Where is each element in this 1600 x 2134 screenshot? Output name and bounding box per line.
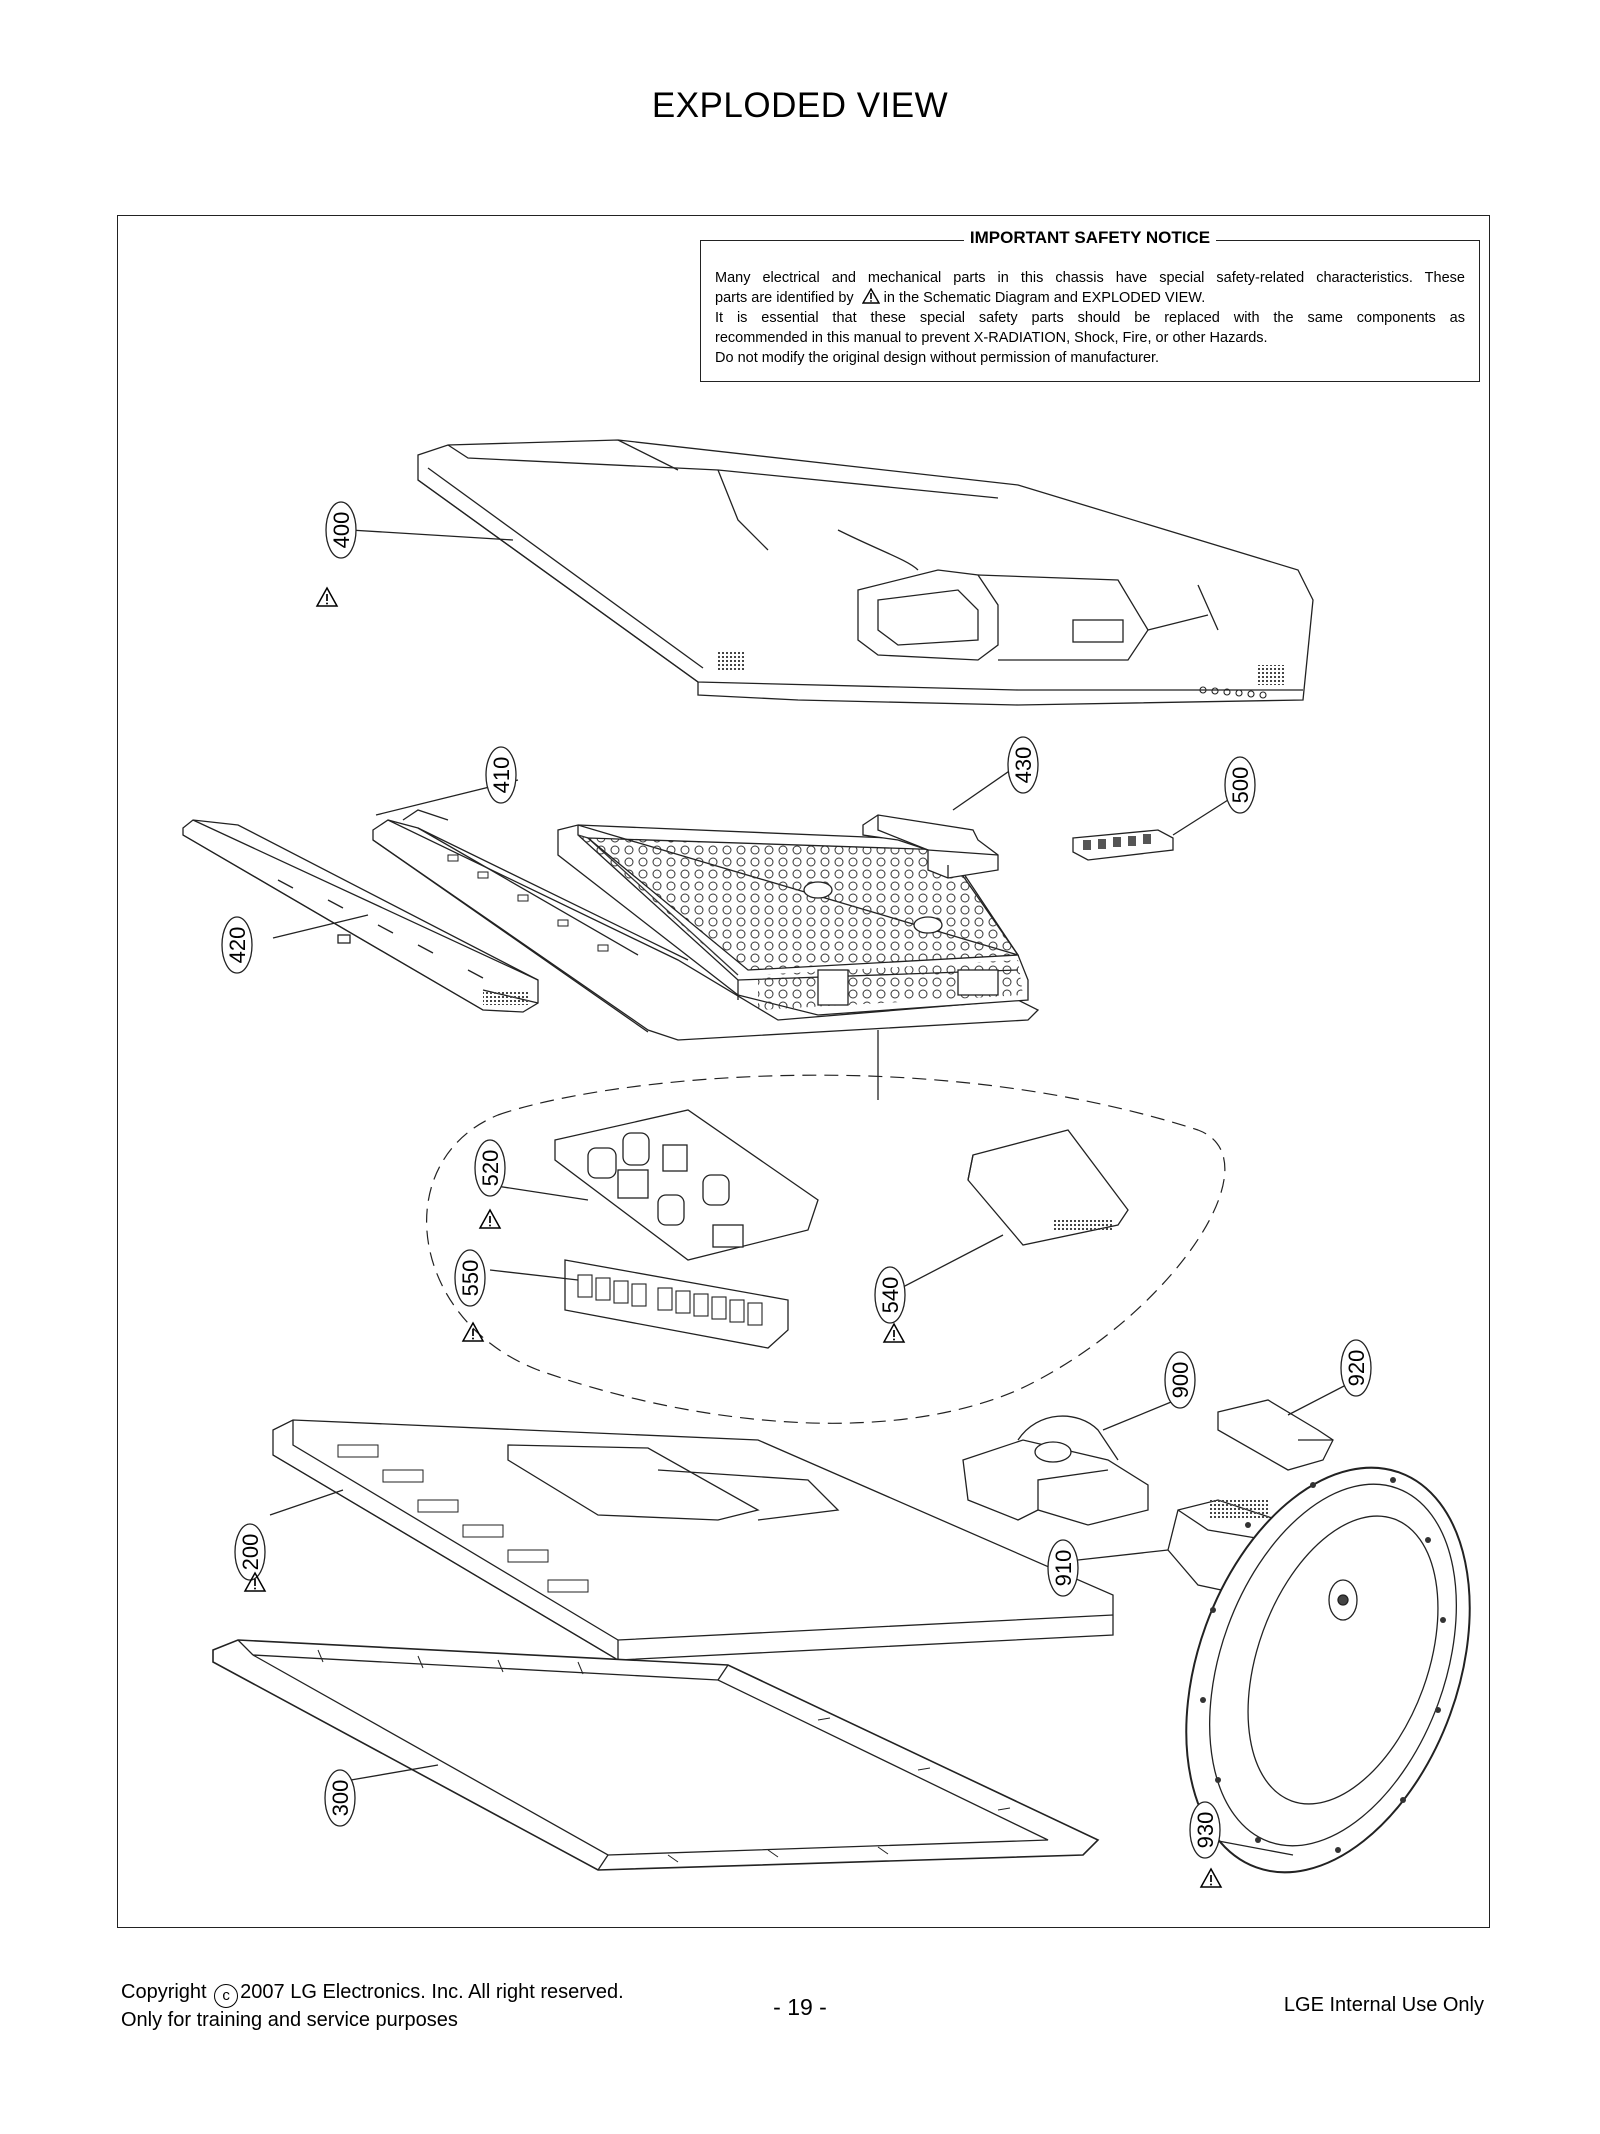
- label-410: 410: [489, 757, 514, 794]
- notice-line-2a: parts are identified by: [715, 290, 854, 306]
- page-number: - 19 -: [773, 1994, 827, 2020]
- warning-triangle-icon: [861, 287, 880, 304]
- notice-line-3: It is essential that these special safet…: [715, 310, 1465, 326]
- callout-300: 300: [324, 1769, 356, 1827]
- callout-400: 400: [325, 501, 357, 559]
- safety-notice-box: IMPORTANT SAFETY NOTICE Many electrical …: [700, 228, 1480, 382]
- part-410-chassis-shield: [372, 779, 1040, 1100]
- label-920: 920: [1344, 1350, 1369, 1387]
- label-930: 930: [1193, 1812, 1218, 1849]
- notice-line-2b: in the Schematic Diagram and EXPLODED VI…: [883, 290, 1206, 306]
- callout-430: 430: [1007, 736, 1039, 794]
- part-420-front-strip: [182, 819, 539, 1013]
- safety-mark-550: [462, 1322, 484, 1342]
- copyright-text: 2007 LG Electronics. Inc. All right rese…: [240, 1981, 624, 2003]
- callout-200: 200: [234, 1523, 266, 1581]
- notice-line-1: Many electrical and mechanical parts in …: [715, 270, 1465, 286]
- label-520: 520: [478, 1150, 503, 1187]
- label-540: 540: [878, 1277, 903, 1314]
- notice-line-5: Do not modify the original design withou…: [715, 350, 1160, 366]
- footer-internal: LGE Internal Use Only: [1283, 1994, 1484, 2016]
- part-550-inverter-board: [489, 1259, 789, 1349]
- part-430-bracket: [862, 764, 1019, 879]
- callout-900: 900: [1164, 1351, 1196, 1409]
- safety-mark-520: [479, 1209, 501, 1229]
- callout-500: 500: [1224, 756, 1256, 814]
- part-520-power-board: [489, 1109, 819, 1261]
- safety-notice-text: Many electrical and mechanical parts in …: [715, 268, 1465, 368]
- callout-520: 520: [474, 1139, 506, 1197]
- callout-420: 420: [221, 916, 253, 974]
- label-400: 400: [329, 512, 354, 549]
- callout-540: 540: [874, 1266, 906, 1324]
- copyright-label: Copyright: [121, 1981, 207, 2003]
- part-300-front-bezel: [212, 1639, 1100, 1871]
- callout-550: 550: [454, 1249, 486, 1307]
- part-540-main-board: [877, 1129, 1129, 1301]
- exploded-view-diagram: 400 410 420 430 500 520 550: [182, 439, 1471, 1888]
- part-500-connector: [1072, 799, 1229, 861]
- part-200-lcd-module: [269, 1419, 1114, 1661]
- copyright-symbol-icon: c: [214, 1984, 239, 2008]
- label-420: 420: [225, 927, 250, 964]
- label-300: 300: [328, 1780, 353, 1817]
- label-200: 200: [238, 1534, 263, 1571]
- part-920-stand-cover: [1217, 1384, 1347, 1471]
- part-900-stand-hinge: [962, 1399, 1177, 1526]
- label-430: 430: [1011, 747, 1036, 784]
- safety-mark-400: [316, 587, 338, 607]
- label-550: 550: [458, 1260, 483, 1297]
- callout-920: 920: [1340, 1339, 1372, 1397]
- label-500: 500: [1228, 767, 1253, 804]
- callout-410: 410: [485, 746, 517, 804]
- notice-line-4: recommended in this manual to prevent X-…: [715, 330, 1268, 346]
- footer-purpose: Only for training and service purposes: [121, 2009, 458, 2031]
- part-930-stand-base: [1185, 1466, 1471, 1874]
- callout-930: 930: [1189, 1801, 1221, 1859]
- page-title: EXPLODED VIEW: [651, 86, 949, 125]
- safety-mark-540: [883, 1323, 905, 1343]
- part-400-back-cover: [349, 439, 1314, 706]
- label-910: 910: [1051, 1550, 1076, 1587]
- safety-notice-title: IMPORTANT SAFETY NOTICE: [963, 228, 1217, 247]
- callout-910: 910: [1047, 1539, 1079, 1597]
- diagram-frame: [117, 215, 1490, 1928]
- label-900: 900: [1168, 1362, 1193, 1399]
- safety-mark-930: [1200, 1868, 1222, 1888]
- pcb-group-outline: [426, 1074, 1226, 1424]
